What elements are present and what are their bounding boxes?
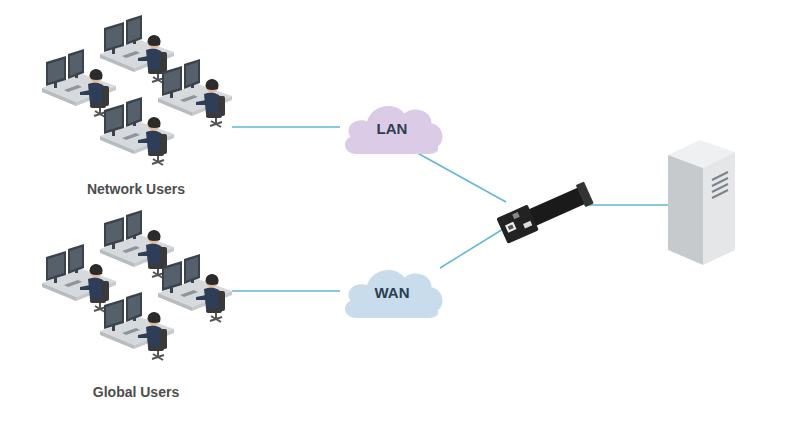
network-label: LAN: [377, 120, 408, 137]
network-wire: [584, 204, 668, 206]
cloud-outline: [345, 270, 443, 318]
server-tower: [668, 140, 735, 265]
network-wire: [412, 150, 506, 202]
user-group: Global Users: [40, 210, 232, 400]
workstation-figure: [158, 59, 232, 127]
network-wire: [440, 226, 508, 268]
network-cloud: WAN: [340, 262, 444, 320]
cloud-outline: [345, 106, 443, 154]
workstation-figure: [158, 254, 232, 322]
group-label: Global Users: [93, 384, 179, 400]
user-group: Network Users: [40, 15, 232, 197]
workstation-figure: [100, 97, 174, 165]
network-link: [232, 290, 340, 292]
network-label: WAN: [375, 284, 410, 301]
network-link: [232, 126, 340, 128]
workstation-figure: [100, 292, 174, 360]
network-cloud: LAN: [340, 98, 444, 156]
group-label: Network Users: [87, 181, 185, 197]
kvm-device: [496, 180, 594, 244]
